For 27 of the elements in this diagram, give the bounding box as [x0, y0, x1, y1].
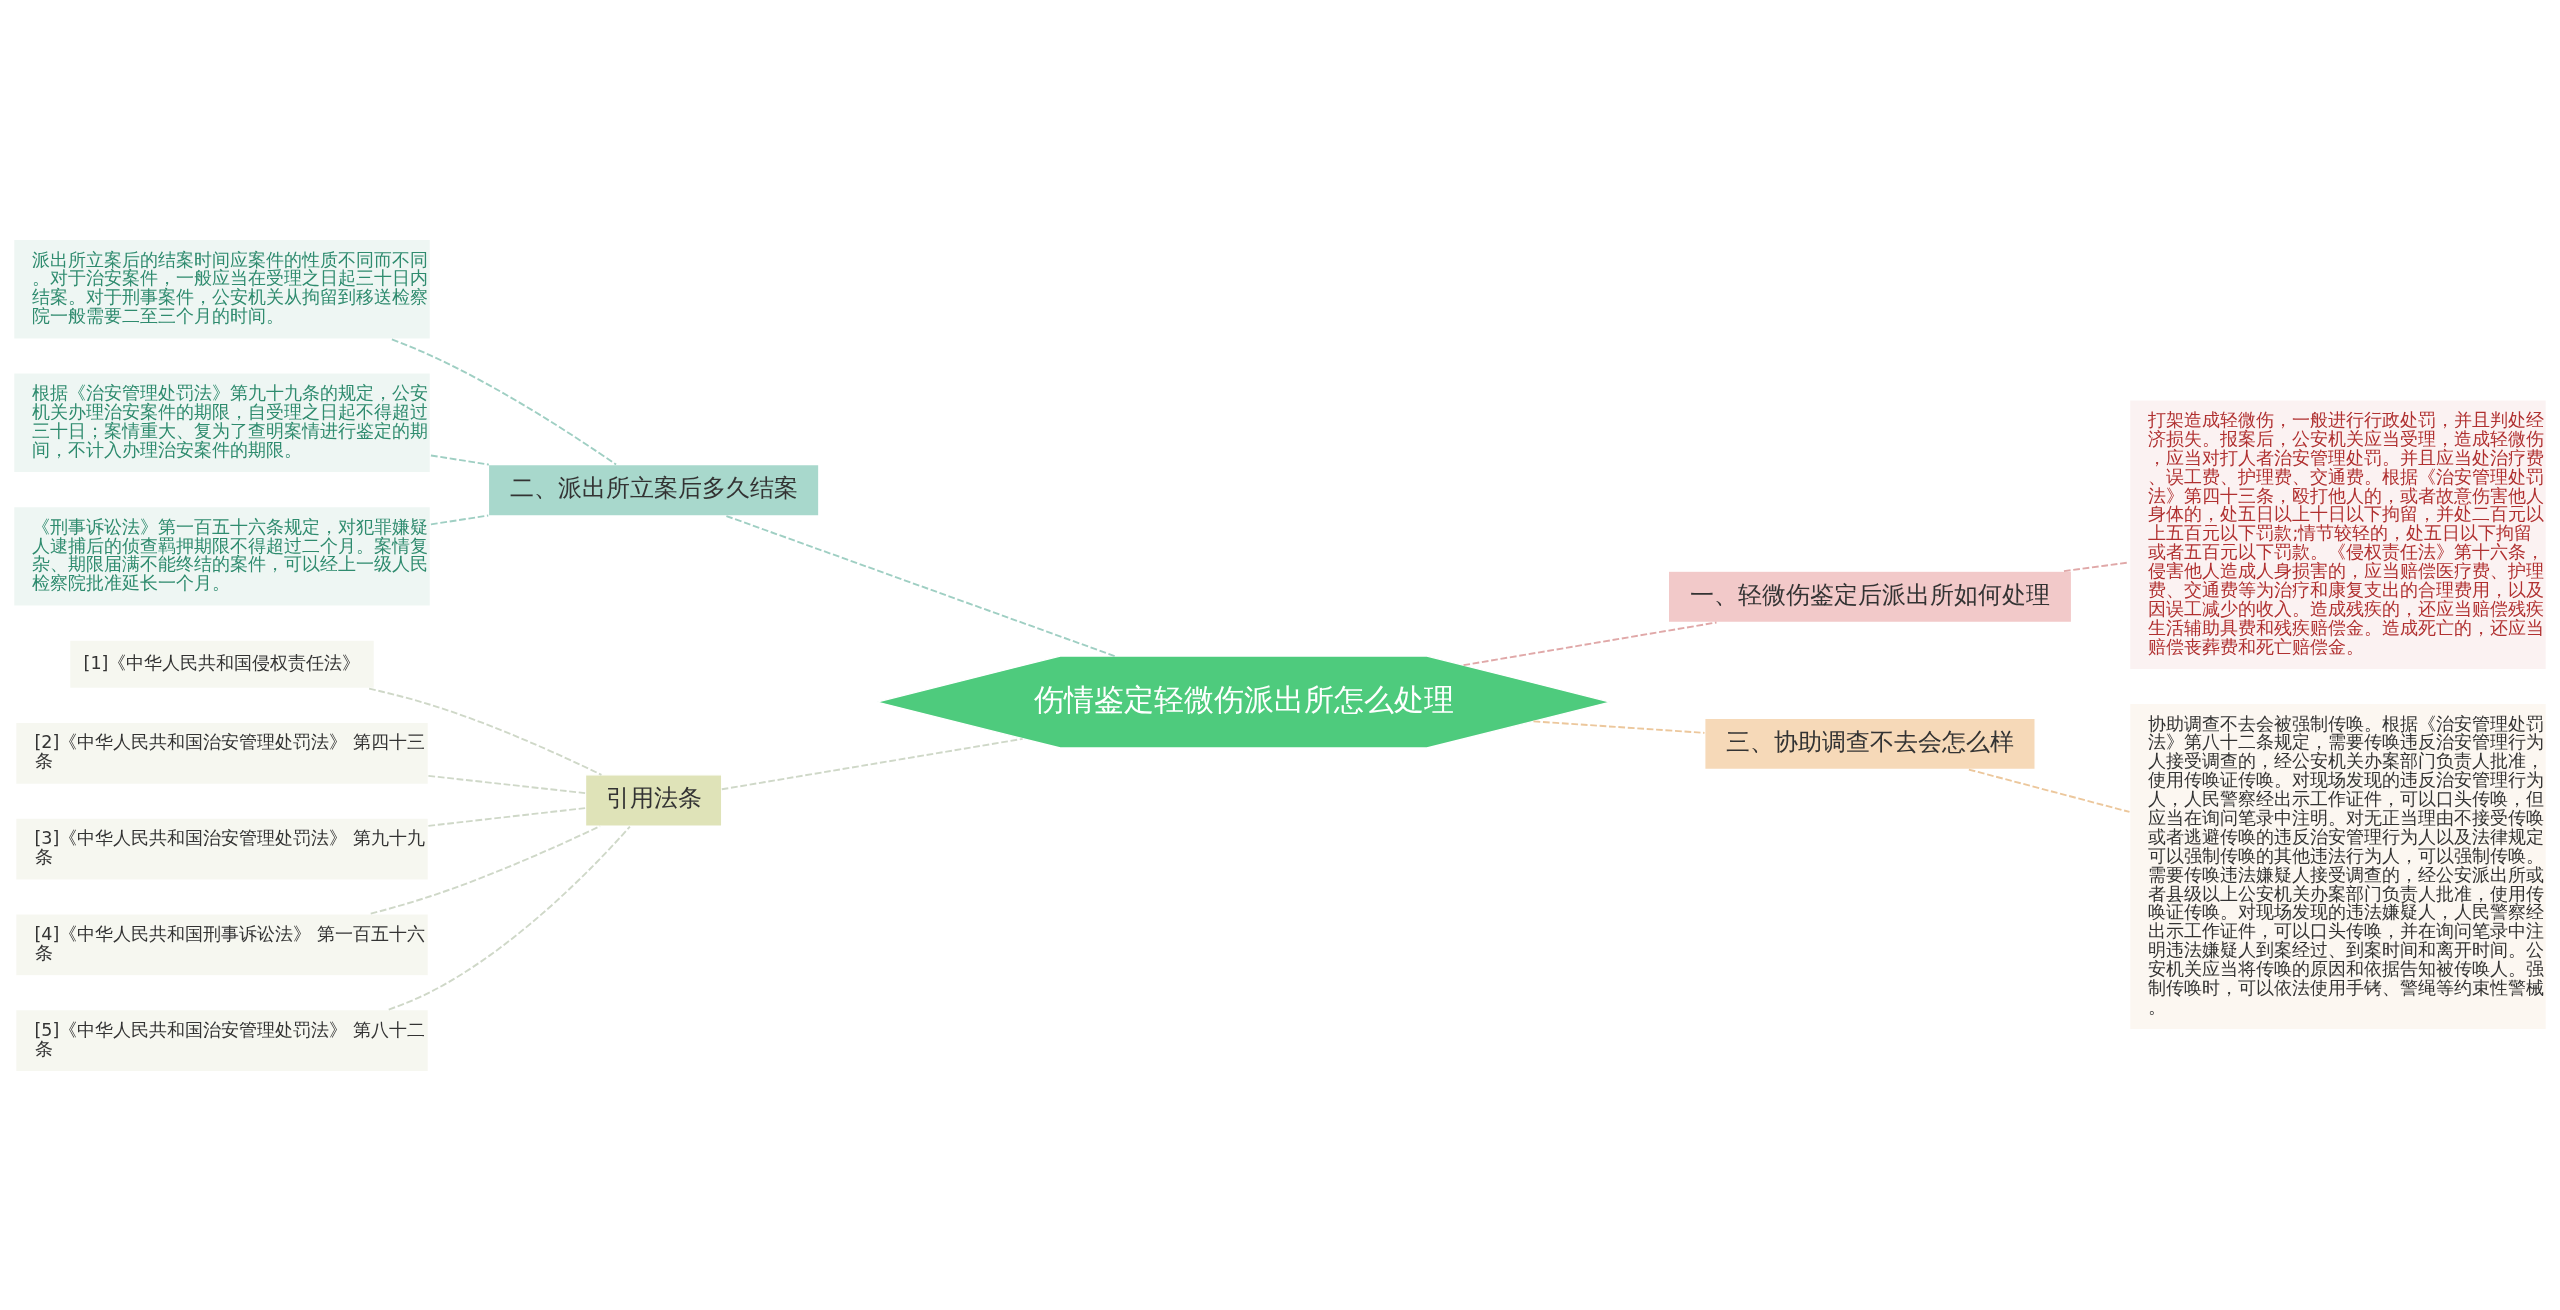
connector [427, 806, 587, 827]
node-box: 二、派出所立案后多久结案 [487, 463, 820, 517]
node-box: 派出所立案后的结案时间应案件的性质不同而不同。对于治安案件，一般应当在受理之日起三十日内结案。对于刑事案件，公安机关从拘留到移送检察院一般需要二至三个月的时间。 [12, 238, 432, 340]
node-box: [5]《中华人民共和国治安管理处罚法》 第八十二条 [14, 1008, 430, 1072]
connector [429, 454, 490, 466]
connector [390, 337, 617, 465]
connector [1967, 768, 2131, 813]
connector [369, 824, 601, 915]
connector [429, 514, 490, 525]
node-box: [1]《中华人民共和国侵权责任法》 [68, 638, 376, 689]
connector [1462, 621, 1718, 666]
connector [1532, 719, 1706, 734]
connector [427, 774, 587, 794]
node-box: 《刑事诉讼法》第一百五十六条规定，对犯罪嫌疑人逮捕后的侦查羁押期限不得超过二个月。案情复杂、期限届满不能终结的案件，可以经上一级人民检察院批准延长一个月。 [12, 505, 432, 607]
node-box: 一、轻微伤鉴定后派出所如何处理 [1667, 570, 2073, 623]
connector [368, 687, 603, 776]
node-box: 协助调查不去会被强制传唤。根据《治安管理处罚法》第八十二条规定，需要传唤违反治安管理行为人接受调查的，经公安机关办案部门负责人批准，使用传唤证传唤。对现场发现的违反治安管理行为人，人民警察经出示工作证件，可以口头传唤，但应当在询问笔录中注明。对无正当理由不接受传唤或者逃避传唤的违反治安管理行为人以及法律规定可以强制传唤的其他违法行为人，可以强制传唤。需要传唤违法嫌疑人接受调查的，经公安派出所或者县级以上公安机关办案部门负责人批准，使用传唤证传唤。对现场发现的违法嫌疑人，人民警察经出示工作证件，可以口头传唤，并在询问笔录中注明违法嫌疑人到案经过、到案时间和离开时间。公安机关应当将传唤的原因和依据告知被传唤人。强制传唤时，可以依法使用手铐、警绳等约束性警械。 [2128, 702, 2548, 1030]
node-box: 三、协助调查不去会怎么样 [1704, 717, 2036, 770]
node-box: [2]《中华人民共和国治安管理处罚法》 第四十三条 [14, 721, 430, 785]
node-box: [3]《中华人民共和国治安管理处罚法》 第九十九条 [14, 816, 430, 881]
node-box: [4]《中华人民共和国刑事诉讼法》 第一百五十六条 [14, 912, 430, 976]
node-box: 引用法条 [584, 773, 723, 827]
node-box: 根据《治安管理处罚法》第九十九条的规定，公安机关办理治安案件的期限，自受理之日起不得超过三十日；案情重大、复为了查明案情进行鉴定的期间，不计入办理治安案件的期限。 [12, 371, 432, 473]
connector [725, 514, 1116, 657]
connector [720, 737, 1024, 790]
node-box: 打架造成轻微伤，一般进行行政处罚，并且判处经济损失。报案后，公安机关应当受理，造成轻微伤，应当对打人者治安管理处罚。并且应当处治疗费、误工费、护理费、交通费。根据《治安管理处罚法》第四十三条，殴打他人的，或者故意伤害他人身体的，处五日以上十日以下拘留，并处二百元以上五百元以下罚款;情节较轻的，处五日以下拘留或者五百元以下罚款。《侵权责任法》第十六条，侵害他人造成人身损害的，应当赔偿医疗费、护理费、交通费等为治疗和康复支出的合理费用，以及因误工减少的收入。造成残疾的，还应当赔偿残疾生活辅助具费和残疾赔偿金。造成死亡的，还应当赔偿丧葬费和死亡赔偿金。 [2128, 398, 2548, 670]
connector [387, 825, 631, 1010]
